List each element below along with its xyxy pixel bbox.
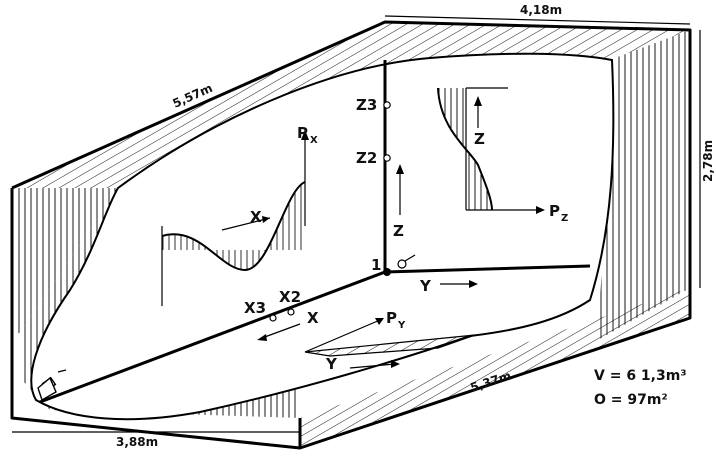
z2-label: Z2	[356, 149, 377, 167]
point-x2	[287, 308, 295, 316]
area-label: O = 97m²	[594, 392, 668, 408]
z-axis-arrowhead	[396, 164, 404, 174]
source-marker-stem	[404, 254, 416, 262]
section-cut	[30, 52, 615, 421]
right-wall	[598, 30, 690, 340]
left-front-wall	[12, 188, 118, 340]
height-label: 2,78m	[701, 140, 715, 182]
floor-edge-right	[384, 264, 591, 274]
speaker-icon	[37, 369, 67, 402]
floor-width-label: 3,88m	[116, 435, 158, 449]
point-x3	[269, 314, 277, 322]
origin-point	[383, 268, 391, 276]
z3-label: Z3	[356, 96, 377, 114]
floor-edge-left	[39, 270, 386, 404]
py-label: P	[386, 309, 397, 327]
point-z2	[383, 154, 391, 162]
y-floor-label: Y	[325, 355, 338, 373]
px-subscript: X	[310, 135, 318, 146]
py-profile	[304, 318, 476, 369]
x-axis-floor-arrow	[261, 323, 301, 339]
pz-subscript: Z	[561, 213, 568, 224]
py-subscript: Y	[397, 320, 406, 331]
px-label: P	[297, 124, 308, 142]
px-profile	[161, 130, 309, 306]
z-profile-label: Z	[474, 130, 485, 148]
x-axis-floor-arrowhead	[257, 334, 267, 341]
point-z3	[383, 101, 391, 109]
x3-label: X3	[244, 299, 266, 317]
x2-label: X2	[279, 288, 301, 306]
volume-label: V = 6 1,3m³	[594, 368, 686, 384]
origin-label: 1	[371, 256, 381, 274]
z-axis-label: Z	[393, 222, 404, 240]
pz-profile	[437, 87, 545, 214]
y-axis-label: Y	[419, 277, 432, 295]
x-axis-label: X	[250, 208, 262, 226]
y-axis-arrowhead	[469, 280, 478, 288]
top-width-label: 4,18m	[520, 3, 562, 17]
box-outline-top	[11, 20, 692, 288]
source-marker	[397, 259, 407, 269]
pz-label: P	[549, 202, 560, 220]
top-dimension-line	[384, 15, 691, 25]
x-floor-label: X	[307, 309, 319, 327]
floor-band	[300, 288, 690, 448]
